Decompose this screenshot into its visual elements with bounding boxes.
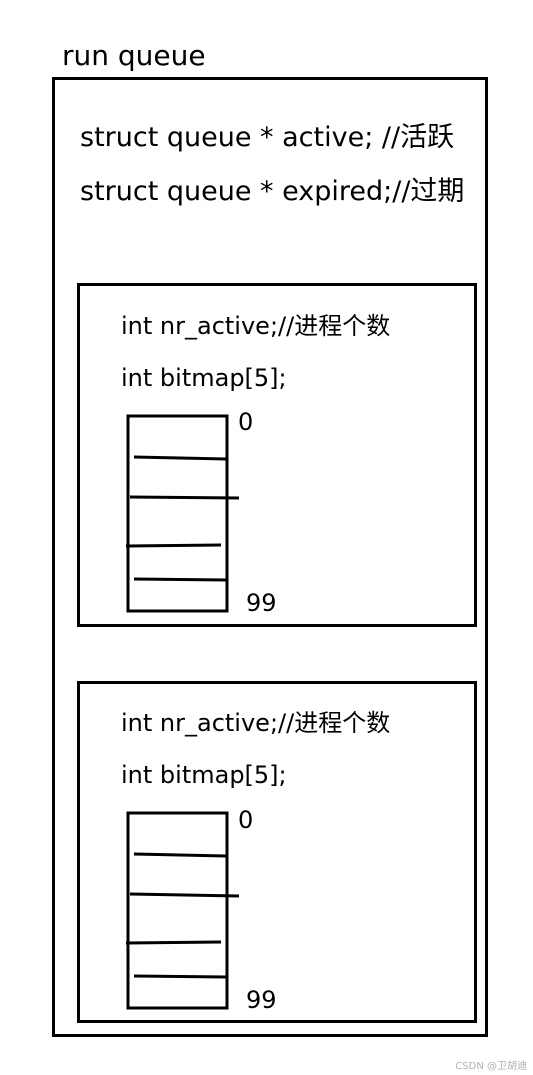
queue-box-active (77, 283, 477, 627)
diagram-title: run queue (62, 39, 206, 72)
queue-box-expired (77, 681, 477, 1023)
bitmap-index-end: 99 (246, 589, 277, 617)
queue-nr-active-field: int nr_active;//进程个数 (121, 709, 391, 737)
bitmap-index-end: 99 (246, 986, 277, 1014)
run-queue-box (52, 77, 488, 1037)
bitmap-index-start: 0 (238, 806, 254, 834)
bitmap-index-start: 0 (238, 408, 254, 436)
expired-pointer-field: struct queue * expired;//过期 (80, 176, 465, 207)
queue-bitmap-field: int bitmap[5]; (121, 761, 287, 789)
active-pointer-field: struct queue * active; //活跃 (80, 122, 455, 153)
queue-nr-active-field: int nr_active;//进程个数 (121, 312, 391, 340)
watermark: CSDN @卫胡迪 (455, 1061, 527, 1072)
queue-bitmap-field: int bitmap[5]; (121, 364, 287, 392)
